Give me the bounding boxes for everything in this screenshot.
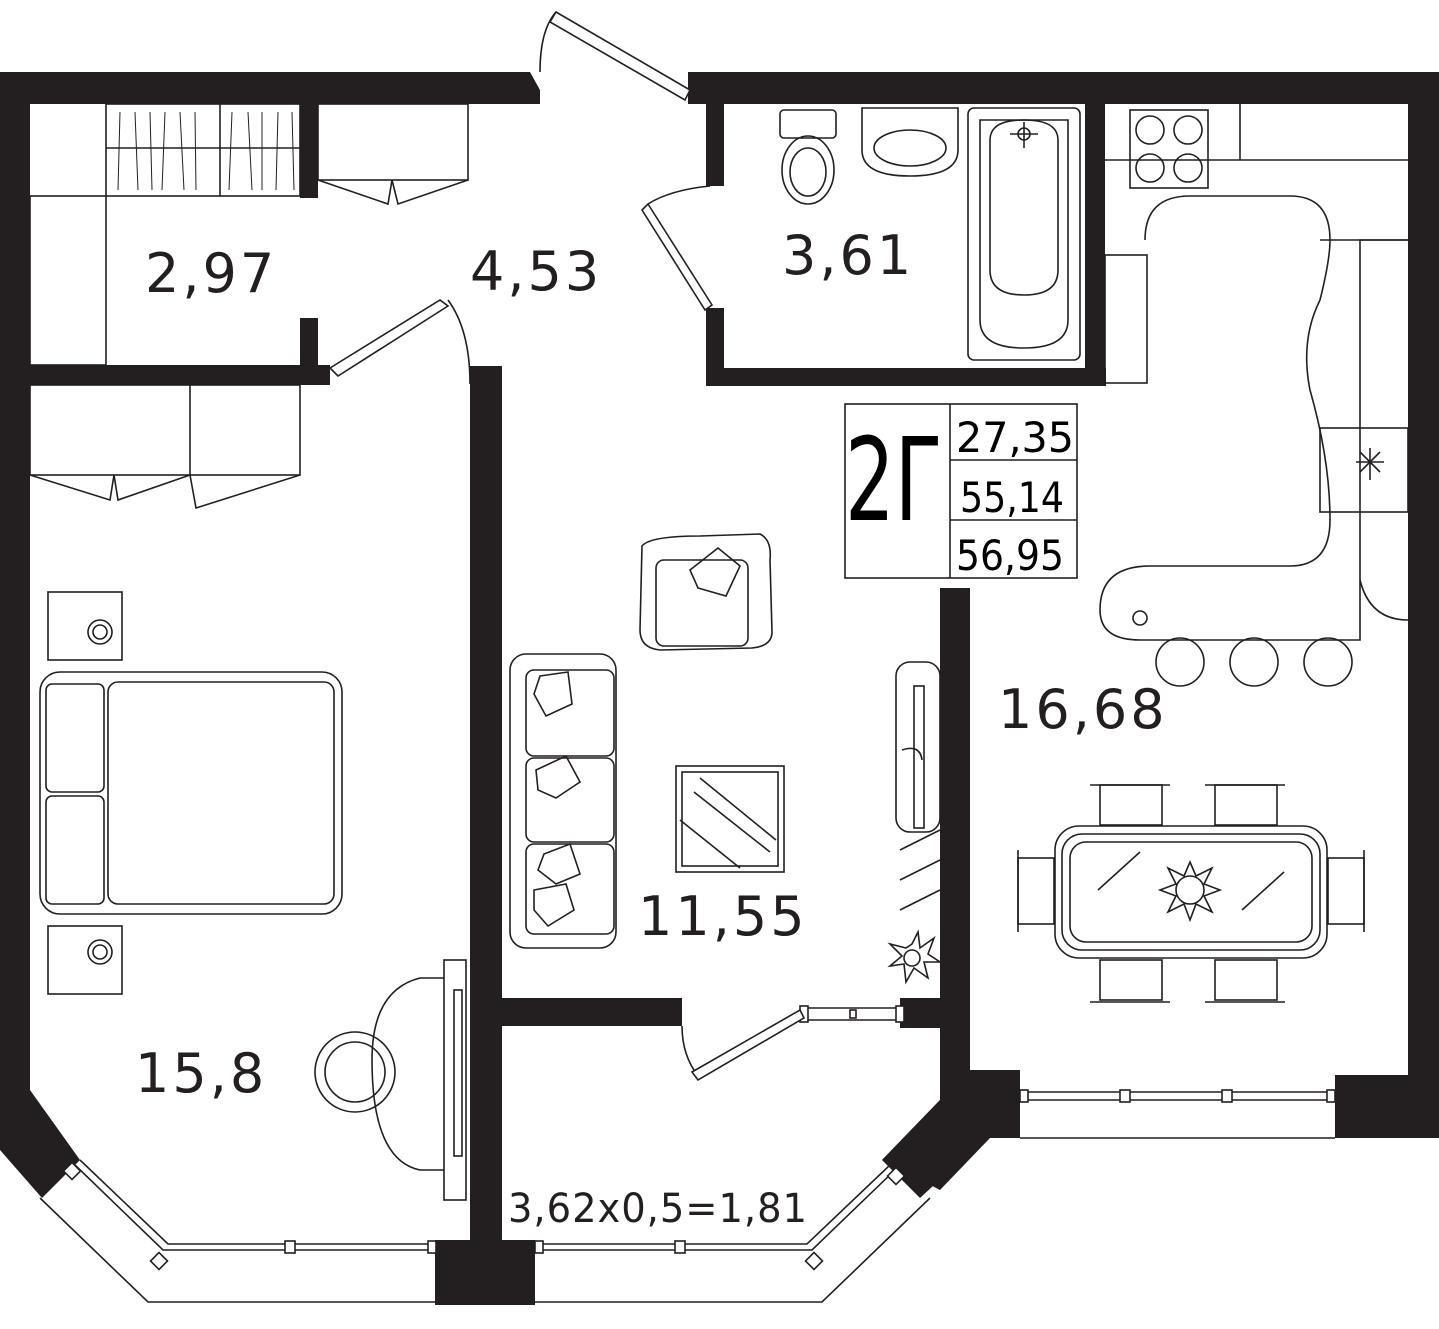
apartment-info-box: 2Г 27,35 55,14 56,95 <box>844 403 1078 580</box>
storage-wardrobe <box>29 103 469 366</box>
bathroom-fixtures <box>779 107 1081 361</box>
living-room-area-label: 11,55 <box>638 885 808 948</box>
room-labels: 2,97 4,53 3,61 16,68 11,55 15,8 3,62x0,5… <box>135 224 1168 1232</box>
total-area-with-balcony: 56,95 <box>956 531 1064 580</box>
doors <box>328 10 806 1082</box>
bedroom-area-label: 15,8 <box>135 1042 267 1105</box>
living-furniture <box>509 533 943 985</box>
bathroom-area-label: 3,61 <box>782 224 914 287</box>
living-area: 27,35 <box>956 413 1074 462</box>
bedroom-furniture <box>29 384 467 1201</box>
walls <box>0 72 1439 1305</box>
kitchen-fixtures <box>1017 104 1409 1003</box>
kitchen-area-label: 16,68 <box>998 678 1168 741</box>
window-lines <box>39 1005 1336 1303</box>
storage-area-label: 2,97 <box>145 242 277 305</box>
total-area: 55,14 <box>960 473 1064 522</box>
apartment-code: 2Г <box>845 415 942 548</box>
hall-area-label: 4,53 <box>470 240 602 303</box>
balcony-area-label: 3,62x0,5=1,81 <box>508 1186 808 1232</box>
